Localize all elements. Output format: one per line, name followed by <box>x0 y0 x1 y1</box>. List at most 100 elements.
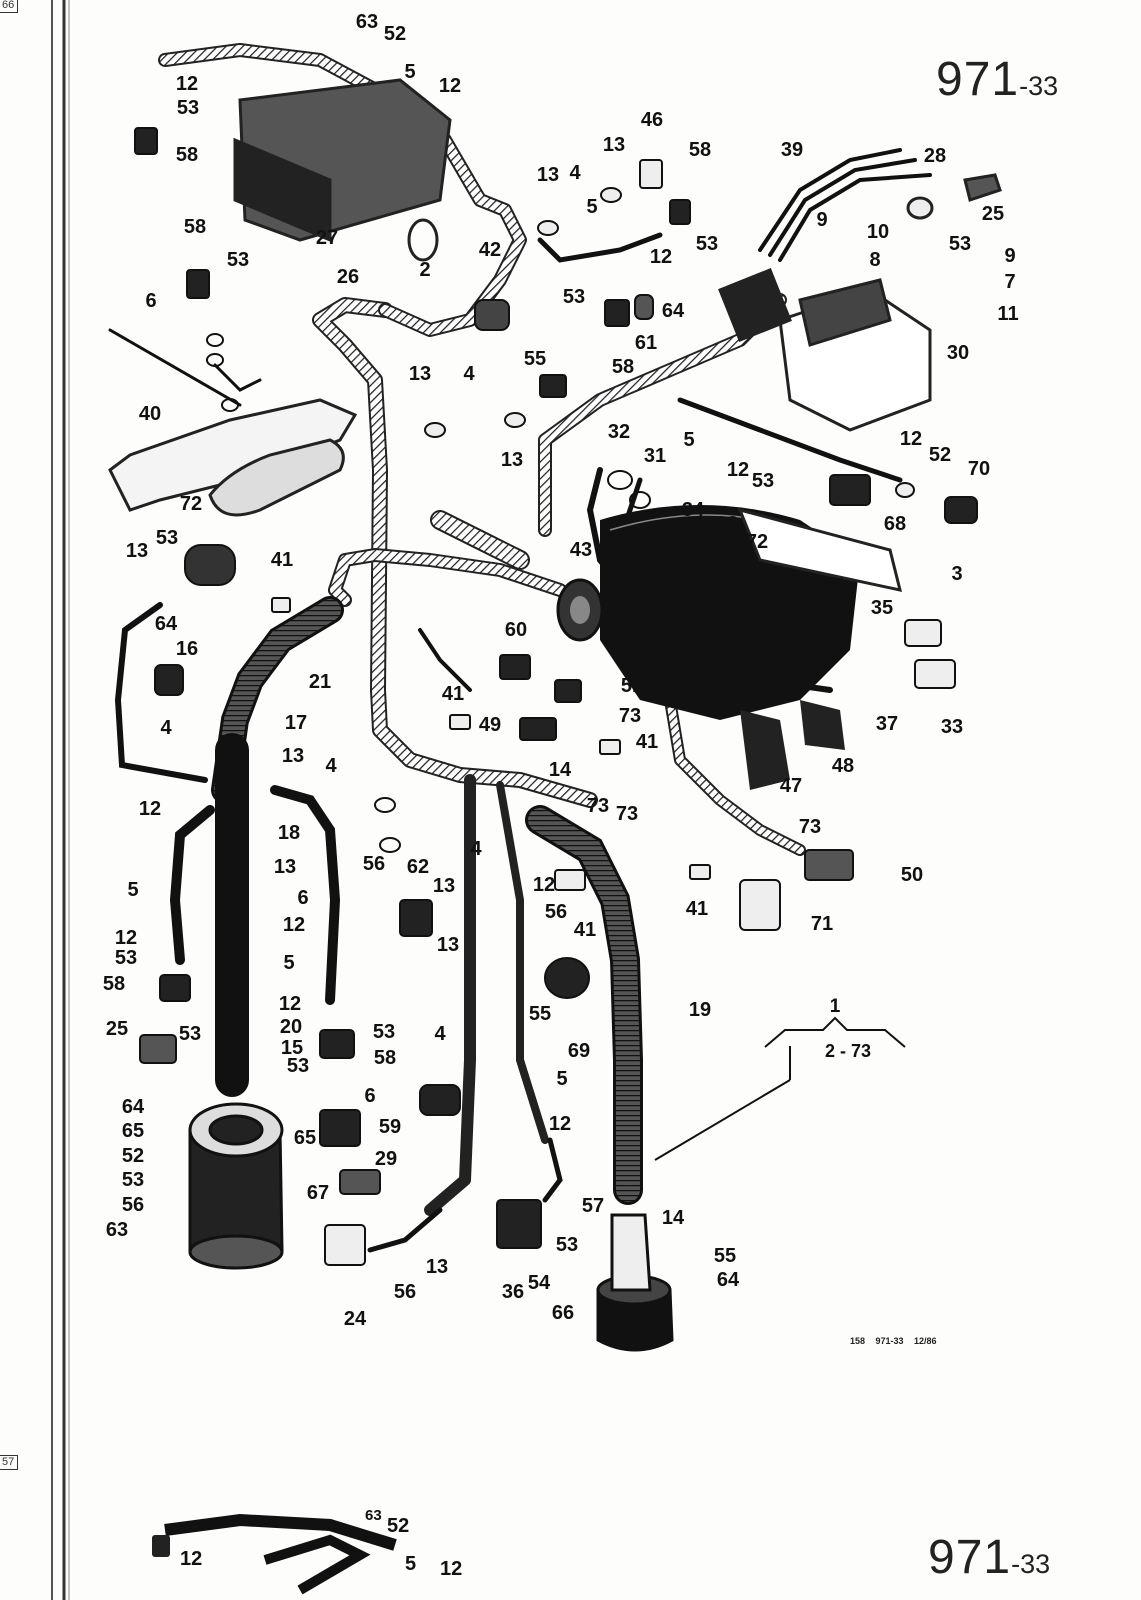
callout-15: 15 <box>281 1037 303 1059</box>
callout-11: 11 <box>997 303 1018 325</box>
callout-5: 5 <box>556 1068 567 1090</box>
page-code: 971-33 <box>936 52 1058 107</box>
drawing-reference: 158 971-33 12/86 <box>850 1336 937 1346</box>
callout-40: 40 <box>139 403 161 425</box>
callout-13: 13 <box>437 934 459 956</box>
callout-38: 38 <box>716 513 738 535</box>
callout-46: 46 <box>641 109 663 131</box>
callout-10: 10 <box>867 221 889 243</box>
callout-49: 49 <box>479 714 501 736</box>
callout-18: 18 <box>278 822 300 844</box>
callout-58: 58 <box>612 356 634 378</box>
callout-58: 58 <box>374 1047 396 1069</box>
binding-margin <box>51 0 70 1600</box>
callout-35: 35 <box>871 597 893 619</box>
callout-73: 73 <box>587 795 609 817</box>
callout-12: 12 <box>549 1113 571 1135</box>
callout-5: 5 <box>586 196 597 218</box>
callout-53: 53 <box>177 97 199 119</box>
callout-53: 53 <box>949 233 971 255</box>
callout-53: 53 <box>696 233 718 255</box>
callout-58: 58 <box>103 973 125 995</box>
callout-4: 4 <box>160 717 172 739</box>
callout-4: 4 <box>470 838 482 860</box>
next-callout-12: 12 <box>440 1558 462 1580</box>
callout-64: 64 <box>155 613 178 635</box>
next-callout-52: 52 <box>387 1515 409 1537</box>
callout-65: 65 <box>122 1120 144 1142</box>
callout-12: 12 <box>650 246 672 268</box>
relay-block <box>718 173 1002 432</box>
next-callout-63: 63 <box>365 1507 382 1524</box>
callout-53: 53 <box>373 1021 395 1043</box>
callout-39: 39 <box>781 139 803 161</box>
next-callout-12b: 12 <box>180 1548 202 1570</box>
callout-24: 24 <box>344 1308 367 1330</box>
callout-73: 73 <box>616 803 638 825</box>
next-page-code: 971-33 <box>928 1530 1050 1585</box>
callout-16: 16 <box>176 638 198 660</box>
callout-9: 9 <box>1004 245 1015 267</box>
callout-5: 5 <box>404 61 415 83</box>
next-page-code-main: 971 <box>928 1531 1012 1584</box>
callout-66: 66 <box>552 1302 574 1324</box>
callout-12: 12 <box>115 927 137 949</box>
callout-64: 64 <box>662 300 685 322</box>
callout-13: 13 <box>501 449 523 471</box>
grommets <box>188 1102 674 1352</box>
callout-21: 21 <box>309 671 331 693</box>
callout-55: 55 <box>524 348 546 370</box>
margin-mark-top: 66 <box>0 0 19 13</box>
next-callout-5: 5 <box>405 1553 416 1575</box>
callout-29: 29 <box>375 1148 397 1170</box>
callout-7: 7 <box>1004 271 1015 293</box>
callout-43: 43 <box>570 539 592 561</box>
callout-13: 13 <box>126 540 148 562</box>
callout-41: 41 <box>442 683 464 705</box>
callout-63: 63 <box>106 1219 128 1241</box>
margin-mark-middle: 57 <box>0 1455 19 1470</box>
main-harness <box>158 43 806 1216</box>
callout-13: 13 <box>426 1256 448 1278</box>
callout-14: 14 <box>662 1207 685 1229</box>
callout-5: 5 <box>127 879 138 901</box>
callout-72: 72 <box>746 531 768 553</box>
callout-69: 69 <box>568 1040 590 1062</box>
callout-55: 55 <box>529 1003 551 1025</box>
callout-54: 54 <box>528 1272 551 1294</box>
page-code-suffix: -33 <box>1019 71 1059 101</box>
callout-4: 4 <box>325 755 337 777</box>
callout-53: 53 <box>179 1023 201 1045</box>
callout-53: 53 <box>115 947 137 969</box>
callout-12: 12 <box>139 798 161 820</box>
callout-14: 14 <box>549 759 572 781</box>
callout-41: 41 <box>574 919 596 941</box>
callout-12: 12 <box>439 75 461 97</box>
callout-27: 27 <box>316 227 338 249</box>
central-loom <box>556 505 903 790</box>
callout-4: 4 <box>463 363 475 385</box>
cables <box>108 148 932 1253</box>
callout-68: 68 <box>884 513 906 535</box>
callout-12: 12 <box>176 73 198 95</box>
next-page-art <box>152 1513 397 1595</box>
callout-53: 53 <box>287 1055 309 1077</box>
callout-26: 26 <box>337 266 359 288</box>
corrugated-hoses <box>211 596 643 1205</box>
callout-60: 60 <box>505 619 527 641</box>
callout-41: 41 <box>636 731 658 753</box>
callout-8: 8 <box>869 249 880 271</box>
callout-58: 58 <box>689 139 711 161</box>
callout-28: 28 <box>924 145 946 167</box>
callout-13: 13 <box>433 875 455 897</box>
callout-51: 51 <box>621 675 643 697</box>
callout-37: 37 <box>876 713 898 735</box>
callout-52: 52 <box>929 444 951 466</box>
callout-12: 12 <box>727 459 749 481</box>
group-label-top: 1 <box>830 996 841 1017</box>
callout-53: 53 <box>752 470 774 492</box>
callout-52: 52 <box>384 23 406 45</box>
callout-12: 12 <box>533 874 555 896</box>
callout-41: 41 <box>686 898 708 920</box>
